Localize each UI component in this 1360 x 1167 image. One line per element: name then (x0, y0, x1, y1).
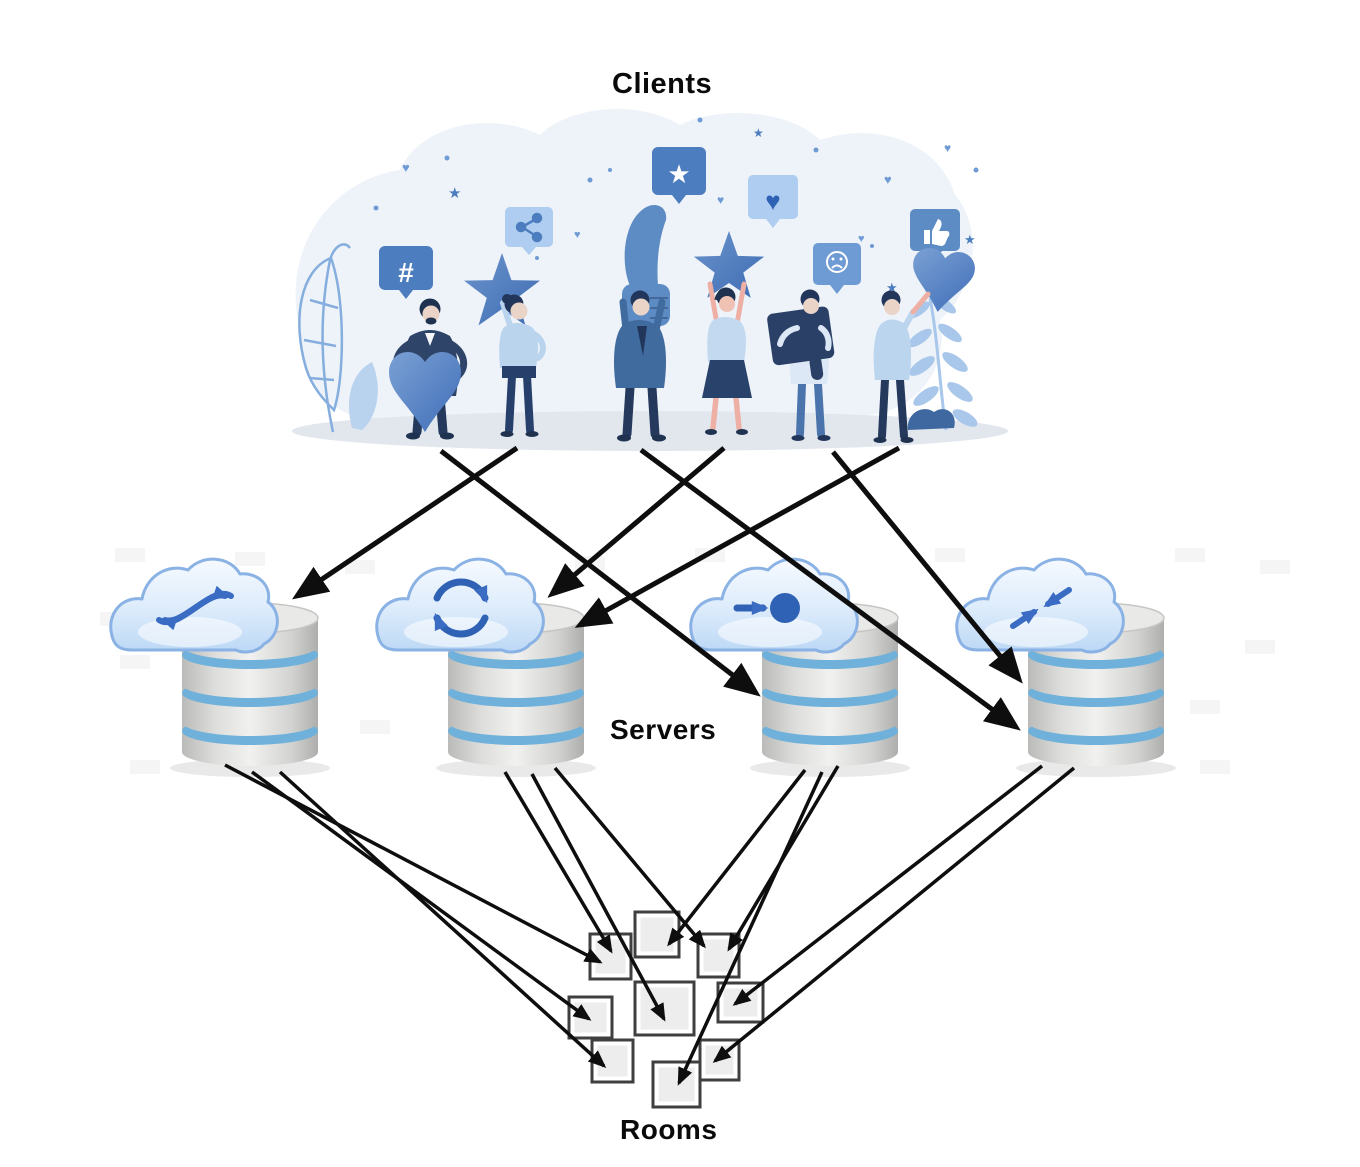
server-room-arrow-7 (667, 768, 807, 947)
client-server-arrow-1 (292, 445, 519, 600)
hashtag-badge-icon: # (379, 246, 433, 299)
server-room-arrow-4 (503, 771, 613, 954)
servers-label: Servers (610, 714, 717, 745)
server-room-arrow-9 (727, 765, 840, 952)
rooms-label: Rooms (620, 1114, 718, 1145)
room-6 (567, 995, 614, 1040)
client-server-arrow-3 (547, 446, 726, 598)
floating-badges: # ★ ♥ (373, 117, 979, 299)
svg-text:♥: ♥ (858, 233, 865, 245)
server-room-arrow-11 (712, 766, 1076, 1063)
person-man-heart (873, 248, 975, 443)
server-4 (955, 557, 1178, 779)
sad-face-badge-icon (813, 243, 861, 294)
server-2 (375, 557, 598, 779)
svg-text:♥: ♥ (402, 160, 410, 175)
held-heart (389, 351, 461, 432)
server-room-arrow-10 (732, 764, 1044, 1006)
svg-text:♥: ♥ (717, 193, 724, 207)
bush (907, 409, 955, 430)
client-server-arrows (292, 445, 1023, 731)
held-heart (913, 248, 975, 312)
ground-shadow (292, 411, 1008, 451)
svg-text:★: ★ (448, 185, 461, 202)
svg-text:♥: ♥ (944, 141, 951, 155)
svg-text:★: ★ (667, 159, 690, 189)
thumbs-up-badge-icon (910, 209, 960, 260)
held-star (464, 253, 540, 326)
server-room-arrow-5 (530, 773, 666, 1022)
person-suit-man (389, 298, 468, 440)
server-room-arrow-3 (278, 770, 607, 1069)
client-server-arrow-2 (439, 449, 761, 697)
svg-text:#: # (398, 257, 414, 288)
svg-text:★: ★ (886, 280, 898, 295)
server-room-arrow-6 (553, 766, 706, 949)
svg-text:★: ★ (753, 126, 764, 140)
server-room-arrow-2 (250, 770, 592, 1021)
room-1 (633, 910, 681, 959)
room-2 (588, 932, 633, 981)
clients-label: Clients (612, 68, 713, 100)
server-room-arrows (224, 763, 1076, 1086)
person-woman-star2 (693, 231, 765, 435)
heart-badge-icon: ♥ (748, 175, 798, 228)
held-star (693, 231, 765, 298)
person-man-thumbsup (614, 205, 670, 442)
svg-text:♥: ♥ (884, 172, 892, 187)
svg-text:♥: ♥ (574, 229, 581, 241)
person-woman-star (464, 253, 546, 437)
plant-left-leaf (348, 362, 378, 430)
thumbs-down-sign (767, 306, 835, 380)
room-9 (651, 1060, 702, 1109)
share-badge-icon (505, 207, 553, 255)
client-server-arrow-4 (574, 445, 901, 628)
star-badge-icon: ★ (652, 147, 706, 204)
client-server-arrow-6 (639, 447, 1021, 731)
server-room-arrow-8 (677, 771, 824, 1086)
client-server-arrow-5 (831, 450, 1023, 684)
plant-left (298, 243, 351, 433)
clients-illustration: # ★ ♥ (292, 108, 1008, 451)
svg-text:★: ★ (964, 232, 976, 247)
person-man-sign (767, 289, 835, 441)
svg-text:♥: ♥ (765, 186, 780, 216)
room-4 (633, 980, 696, 1037)
